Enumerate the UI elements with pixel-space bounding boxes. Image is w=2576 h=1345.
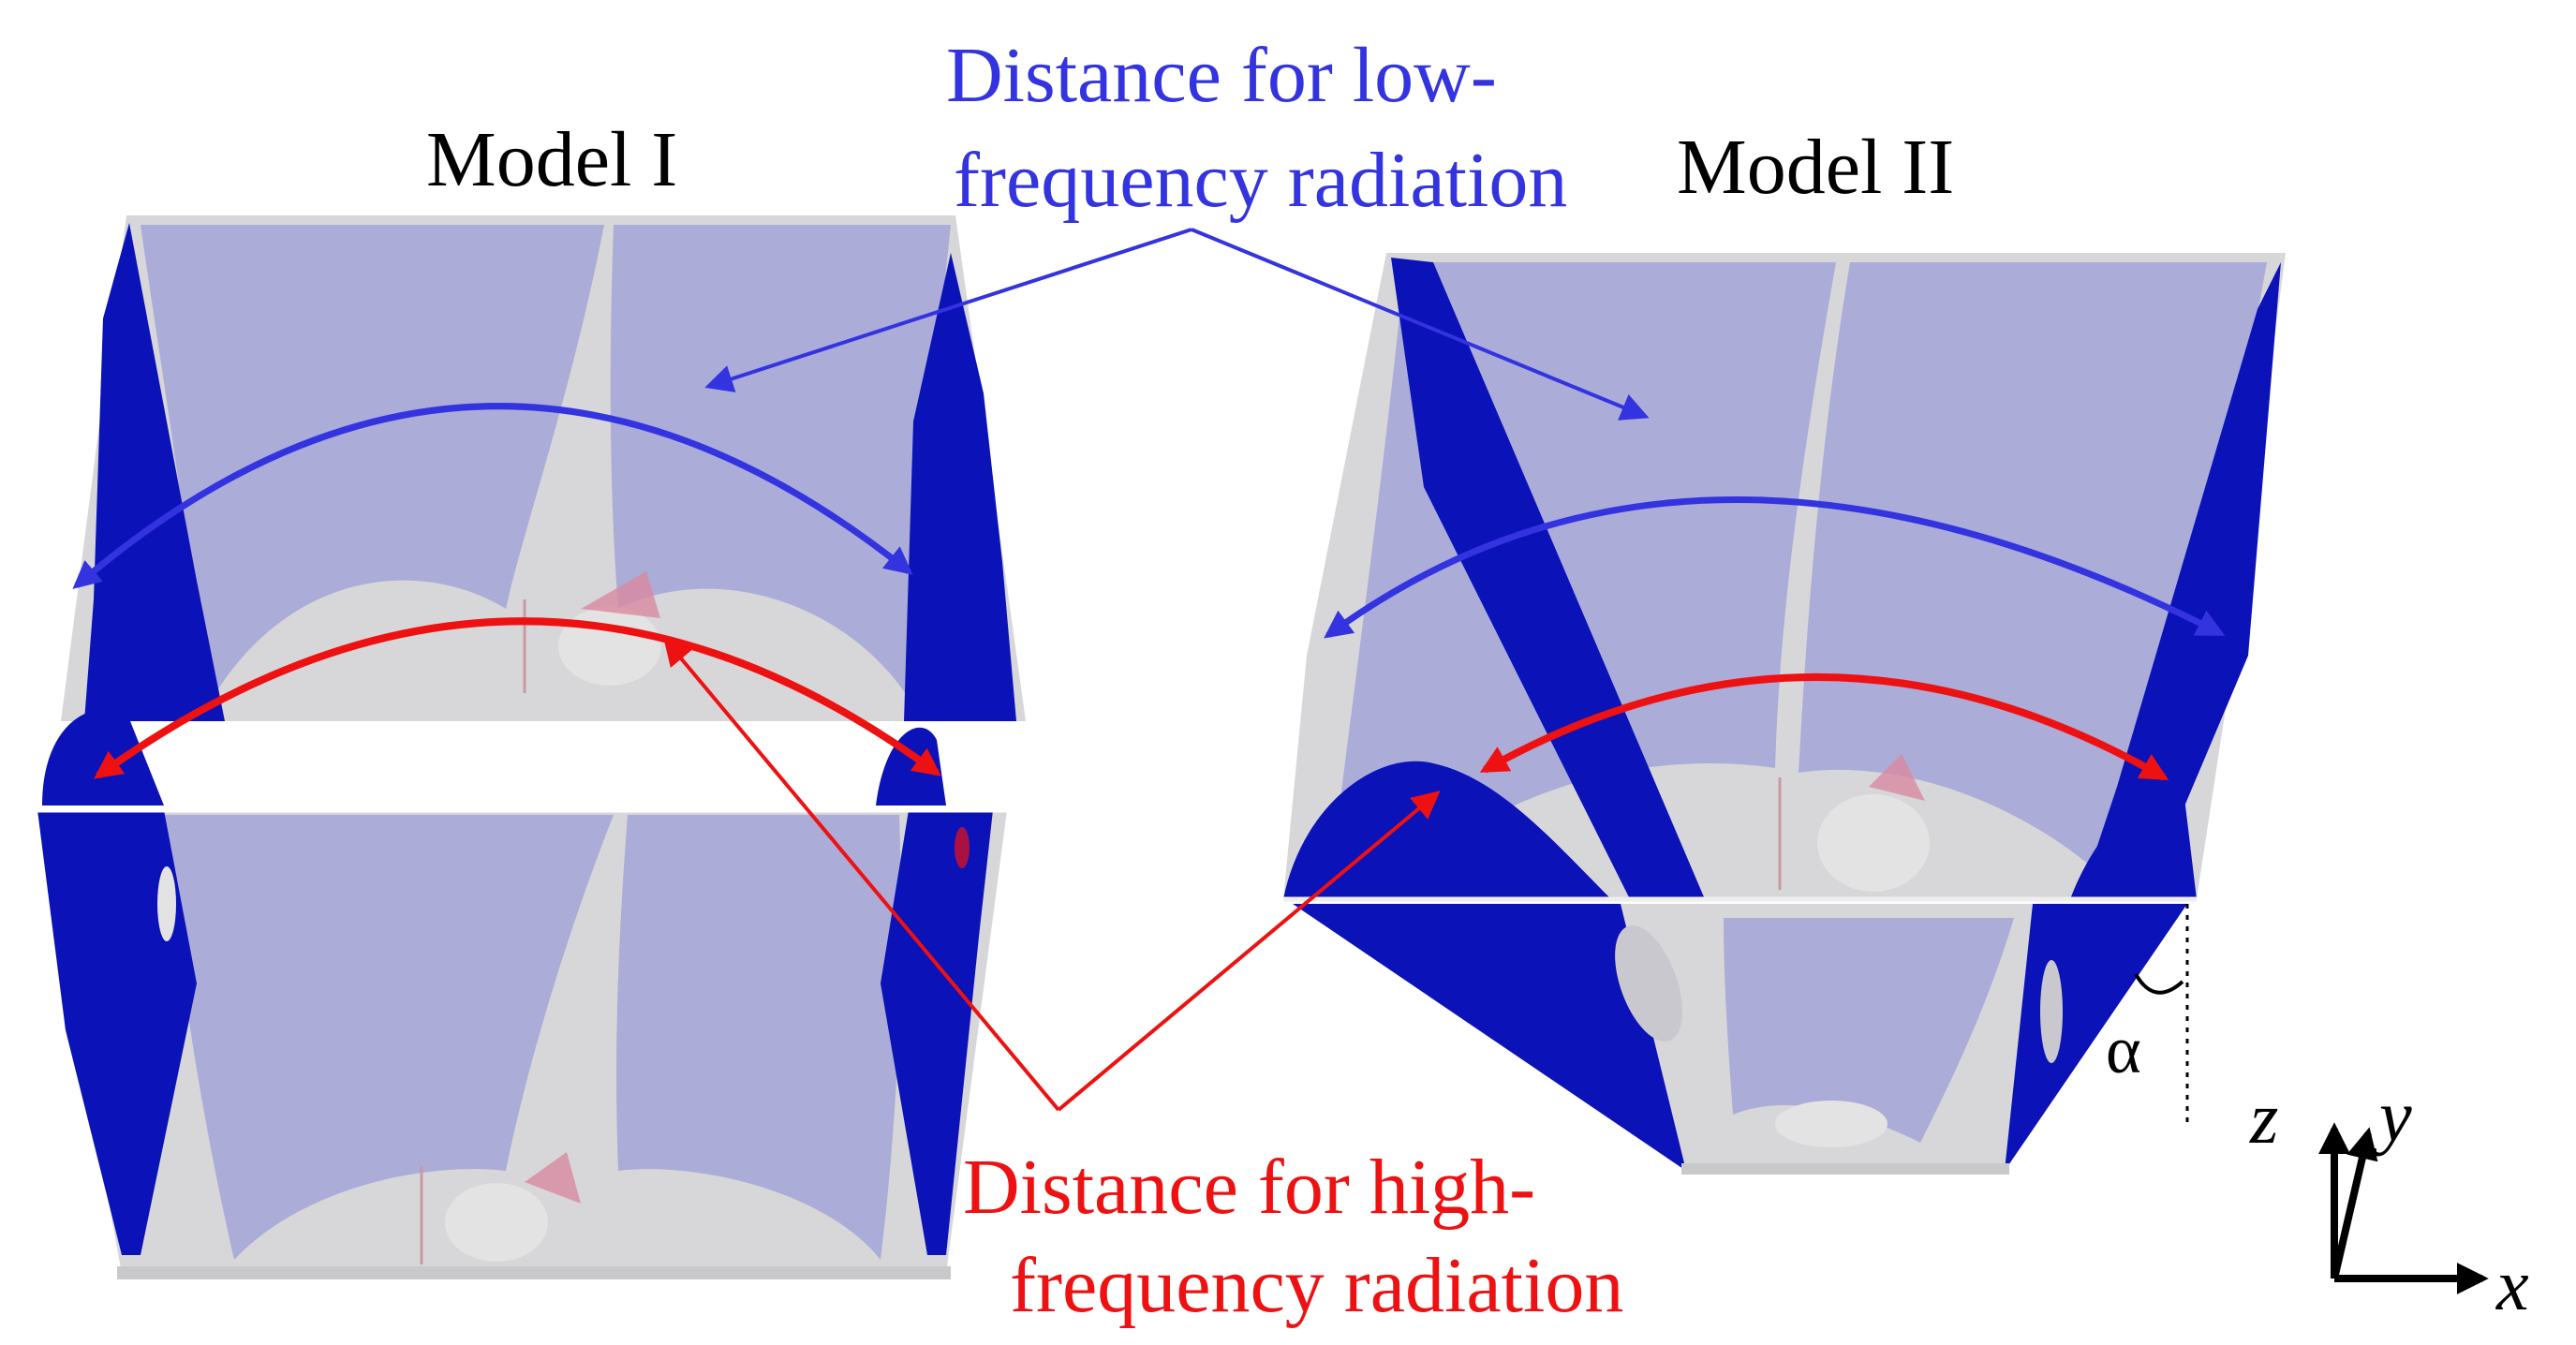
axis-x-label: x [2495,1244,2529,1325]
axis-y-label: y [2373,1075,2412,1157]
axis-y-arrow [2331,1127,2378,1279]
model-2-title: Model II [1677,124,1954,211]
model-1-high-frequency-arc [94,617,941,779]
high-frequency-annotation: Distance for high- frequency radiation [94,617,2169,1329]
angle-alpha-label: α [2106,1012,2141,1087]
model-1-antenna [37,215,1026,1279]
low-frequency-label-line1: Distance for low- [946,32,1497,119]
high-frequency-pointer-2 [1057,791,1441,1112]
model-1-title: Model I [426,116,677,203]
angle-alpha-marker: α [2106,904,2189,1124]
low-frequency-pointer-1 [704,228,1192,392]
model-2-high-frequency-arc [1479,672,2169,781]
model-2-upper-feed [1817,794,1930,892]
coordinate-axes: x z y [2249,1075,2529,1325]
high-frequency-label-line1: Distance for high- [963,1144,1535,1231]
low-frequency-annotation: Distance for low- frequency radiation [72,32,2226,639]
model-1-lower-housing [37,708,1007,1279]
model-2-lower-feed [1775,1101,1888,1147]
model-2-lower-housing [1293,904,2187,1175]
model-2-low-frequency-arc [1324,496,2226,639]
high-frequency-pointer-1 [663,637,1060,1112]
model-2-antenna: α [1283,253,2286,1175]
model-1-upper-feed [558,607,661,686]
model-1-low-frequency-arc [72,403,913,589]
model-1-lower-feed [445,1183,548,1262]
axis-z-label: z [2249,1077,2278,1159]
model-2-upper-housing [1283,253,2286,902]
low-frequency-pointer-2 [1191,228,1650,421]
low-frequency-label-line2: frequency radiation [954,137,1567,224]
high-frequency-label-line2: frequency radiation [1010,1242,1623,1329]
